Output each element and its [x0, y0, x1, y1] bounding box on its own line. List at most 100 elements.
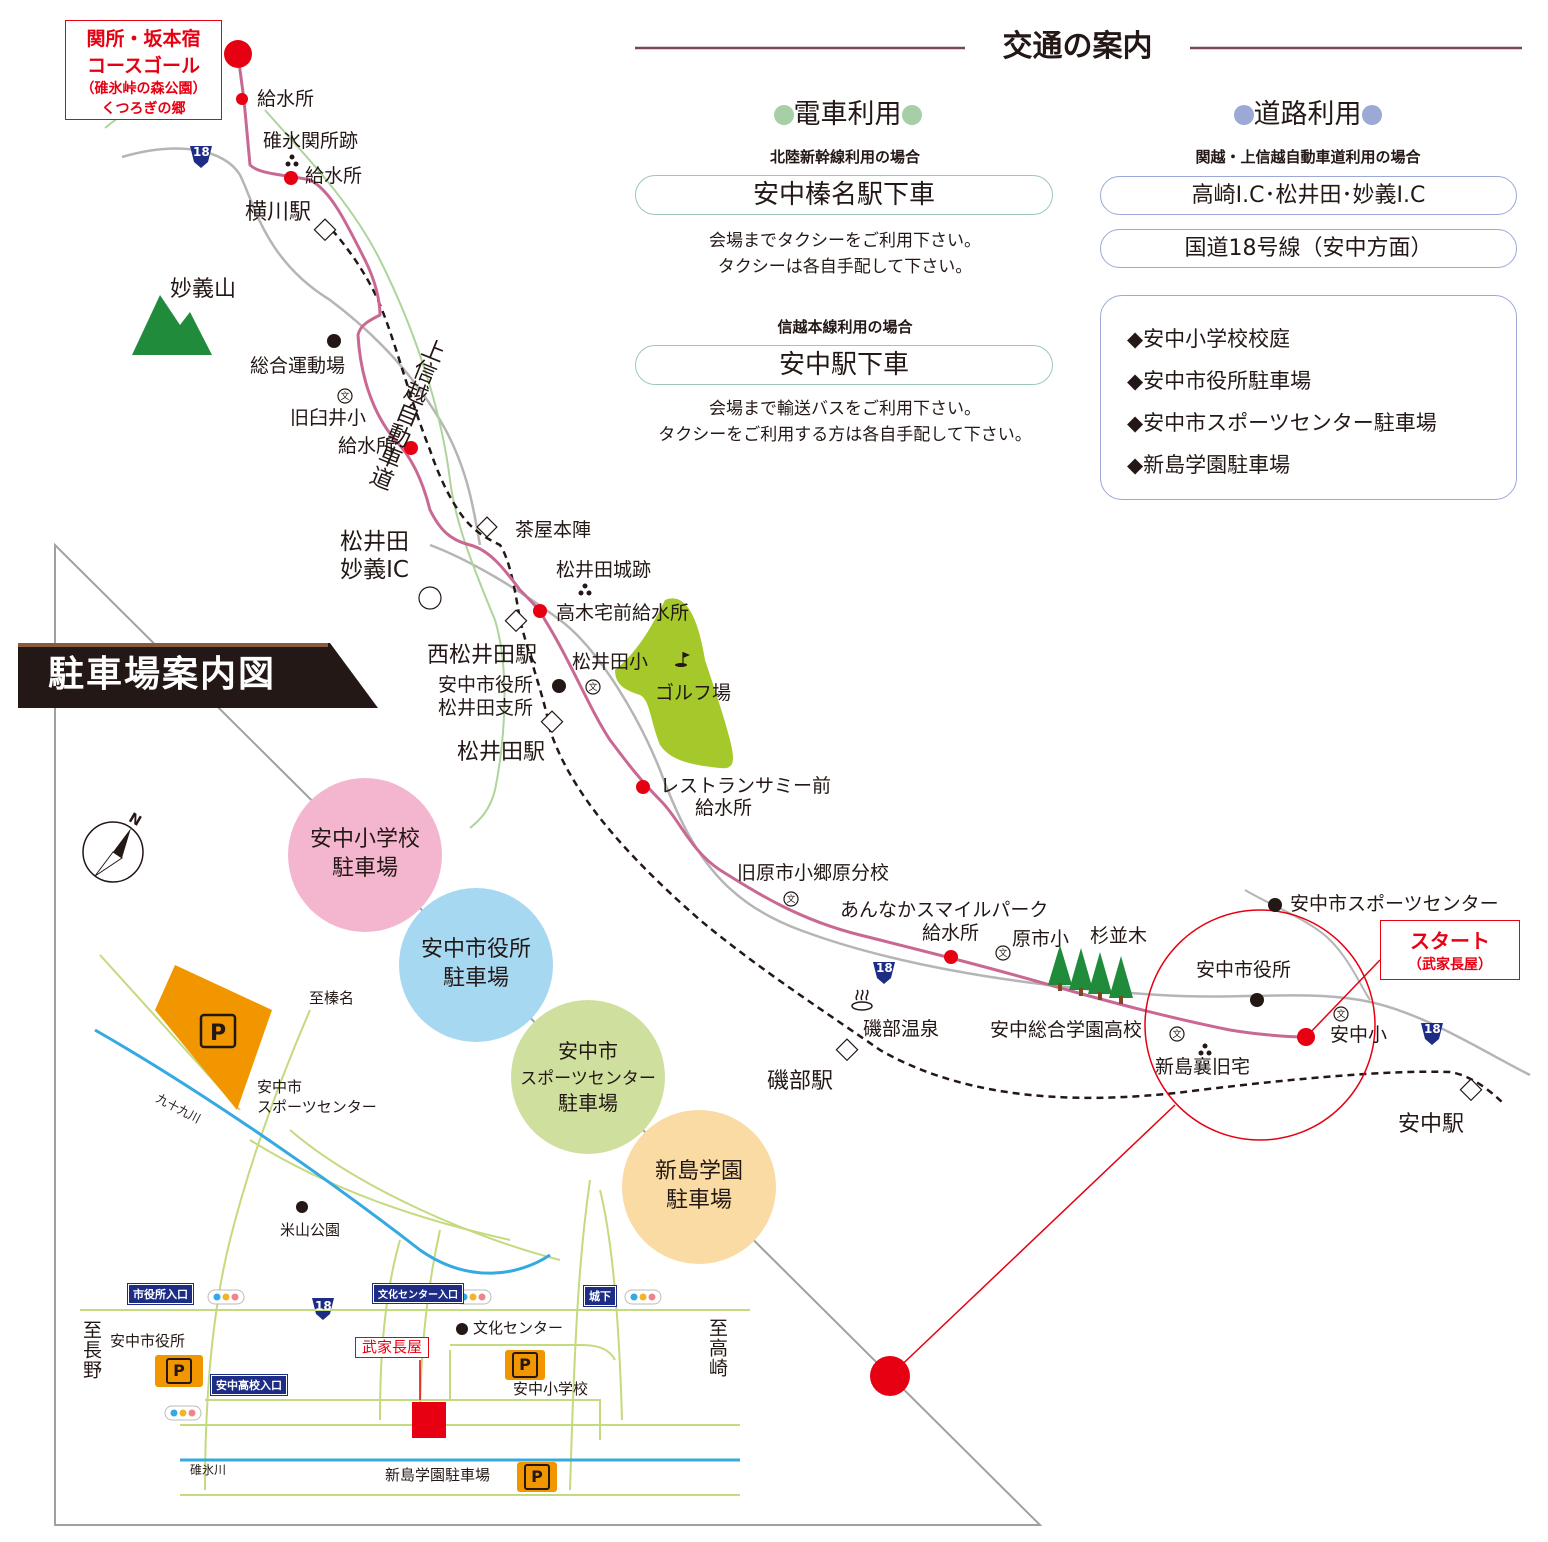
- parking-list-box: ◆安中小学校校庭 ◆安中市役所駐車場 ◆安中市スポーツセンター駐車場 ◆新島学園…: [1100, 295, 1517, 500]
- zoom-connector-line: [889, 1104, 1176, 1377]
- kyu-harai-label: 旧原市小郷原分校: [737, 862, 890, 884]
- matsuida-sho-label: 松井田小: [572, 651, 649, 673]
- tree-icon: [1048, 945, 1133, 1004]
- landmark-dot: [552, 679, 566, 693]
- svg-text:文: 文: [1336, 1008, 1345, 1020]
- zoom-target-dot: [870, 1356, 910, 1396]
- komeyama-label: 米山公園: [280, 1221, 341, 1239]
- road-title: 道路利用: [1215, 92, 1400, 131]
- isobe-onsen-label: 磯部温泉: [863, 1018, 940, 1040]
- chaya-honjin-label: 茶屋本陣: [515, 519, 592, 541]
- svg-text:P: P: [210, 1021, 226, 1046]
- interchange-icon: [418, 586, 442, 610]
- landmark-dot: [456, 1323, 468, 1335]
- restaurant-water-label: レストランサミー前: [660, 775, 832, 797]
- yokokawa-station-label: 横川駅: [245, 200, 312, 225]
- green-dot-icon: [901, 105, 922, 125]
- water-station-dot: [533, 604, 547, 618]
- nishi-matsuida-station-label: 西松井田駅: [427, 643, 538, 668]
- road-grey-2: [429, 543, 1531, 1077]
- route-18-label: 18: [193, 145, 210, 159]
- matsuida-station-label: 松井田駅: [457, 740, 546, 765]
- shiyakusho-label: 安中市役所: [1196, 959, 1292, 981]
- parking-circle-sports-center: 安中市スポーツセンター駐車場: [511, 1000, 665, 1154]
- hot-spring-icon: [851, 989, 873, 1011]
- road-case: 関越・上信越自動車道利用の場合: [1195, 148, 1421, 166]
- buke-nagaya-label: 武家長屋: [355, 1337, 430, 1359]
- matsuida-ic-label: 松井田妙義IC: [340, 529, 409, 583]
- sign-joka: 城下: [583, 1285, 617, 1307]
- to-takasaki-label: 至高崎: [706, 1318, 728, 1378]
- route-18-label: 18: [1424, 1022, 1441, 1036]
- landmark-dot: [327, 334, 341, 348]
- to-haruna-label: 至榛名: [309, 989, 355, 1007]
- parking-p-icon: [199, 1013, 237, 1049]
- start-area-circle: [1144, 909, 1376, 1141]
- parking-circle-annaka-sho: 安中小学校駐車場: [288, 778, 442, 932]
- parking-list-item: ◆安中市役所駐車場: [1127, 369, 1312, 393]
- pm-shiyakusho-label: 安中市役所: [110, 1332, 186, 1350]
- annaka-sho-label: 安中小: [1330, 1024, 1388, 1046]
- golf-course-area: [615, 598, 733, 769]
- parking-map-roads: [80, 954, 750, 1496]
- sogo-undojo-label: 総合運動場: [250, 355, 346, 377]
- shiyakusho-branch-label: 安中市役所松井田支所: [438, 674, 534, 719]
- kyu-usui-label: 旧臼井小: [290, 407, 367, 429]
- sports-center-parking-area: [155, 965, 272, 1110]
- station-icon: [313, 218, 1483, 1102]
- matsuida-castle-label: 松井田城跡: [556, 559, 652, 581]
- route-18-label: 18: [876, 961, 893, 975]
- landmark-dot: [296, 1201, 308, 1213]
- start-dot: [1297, 1028, 1315, 1046]
- train-case1: 北陸新幹線利用の場合: [769, 148, 920, 166]
- svg-text:文: 文: [1172, 1028, 1181, 1040]
- annaka-station-label: 安中駅: [1398, 1112, 1465, 1137]
- svg-text:文: 文: [340, 390, 349, 402]
- buke-nagaya-marker: [412, 1402, 446, 1438]
- parking-list-item: ◆安中小学校校庭: [1127, 327, 1291, 351]
- road-route1-pill: 高崎I.C･松井田･妙義I.C: [1100, 176, 1517, 215]
- train-title: 電車利用: [755, 92, 940, 131]
- bunka-center-label: 文化センター: [473, 1319, 564, 1337]
- green-dot-icon: [773, 105, 794, 125]
- title-banner: [18, 643, 378, 708]
- haraichi-label: 原市小: [1012, 928, 1070, 950]
- takagi-water-label: 高木宅前給水所: [556, 602, 690, 624]
- goal-dot: [224, 40, 252, 68]
- school-icon-glyphs: 文文文 文文文: [340, 390, 1345, 1040]
- traffic-light-icon: [164, 1289, 662, 1421]
- annaka-smile-label: あんなかスマイルパーク: [840, 899, 1049, 921]
- water-station-dot: [636, 780, 650, 794]
- parking-circle-shiyakusho: 安中市役所駐車場: [399, 888, 553, 1042]
- school-icon: [337, 388, 1349, 1042]
- traffic-heading: 交通の案内: [1002, 29, 1153, 64]
- sports-center-label: 安中市スポーツセンター: [1290, 893, 1499, 915]
- goal-box: 関所・坂本宿 コースゴール （碓氷峠の森公園） くつろぎの郷: [65, 20, 222, 120]
- railway-line: [331, 229, 1506, 1106]
- train-case2: 信越本線利用の場合: [777, 318, 913, 336]
- water-station-label: 給水所: [305, 165, 363, 187]
- parking-list-item: ◆新島学園駐車場: [1127, 453, 1291, 477]
- start-box: スタート （武家長屋）: [1380, 920, 1520, 980]
- station1-pill: 安中榛名駅下車: [635, 175, 1053, 215]
- svg-text:文: 文: [998, 947, 1007, 959]
- road-route2-pill: 国道18号線（安中方面）: [1100, 229, 1517, 268]
- sign-shiyakusho-iriguchi: 市役所入口: [127, 1283, 194, 1305]
- parking-list-item: ◆安中市スポーツセンター駐車場: [1127, 411, 1437, 435]
- blue-dot-icon: [1361, 105, 1382, 125]
- water-station-dot: [236, 93, 248, 105]
- kuzukugawa-river: [94, 1028, 551, 1275]
- to-nagano-label: 至長野: [80, 1320, 102, 1380]
- parking-p-icon: P: [155, 1355, 203, 1387]
- historic-site-icon: [285, 154, 1212, 1056]
- parking-p-icon: P: [505, 1350, 545, 1380]
- niijima-parking-label: 新島学園駐車場: [385, 1466, 491, 1484]
- water-station-label: 給水所: [338, 435, 396, 457]
- road-grey-1: [121, 147, 482, 546]
- parking-p-icon: P: [517, 1462, 557, 1492]
- compass-icon: [82, 821, 144, 883]
- usuigawa-label: 碓氷川: [190, 1463, 227, 1477]
- pm-annaka-sho-label: 安中小学校: [513, 1380, 589, 1398]
- mountain-icon: [132, 295, 212, 355]
